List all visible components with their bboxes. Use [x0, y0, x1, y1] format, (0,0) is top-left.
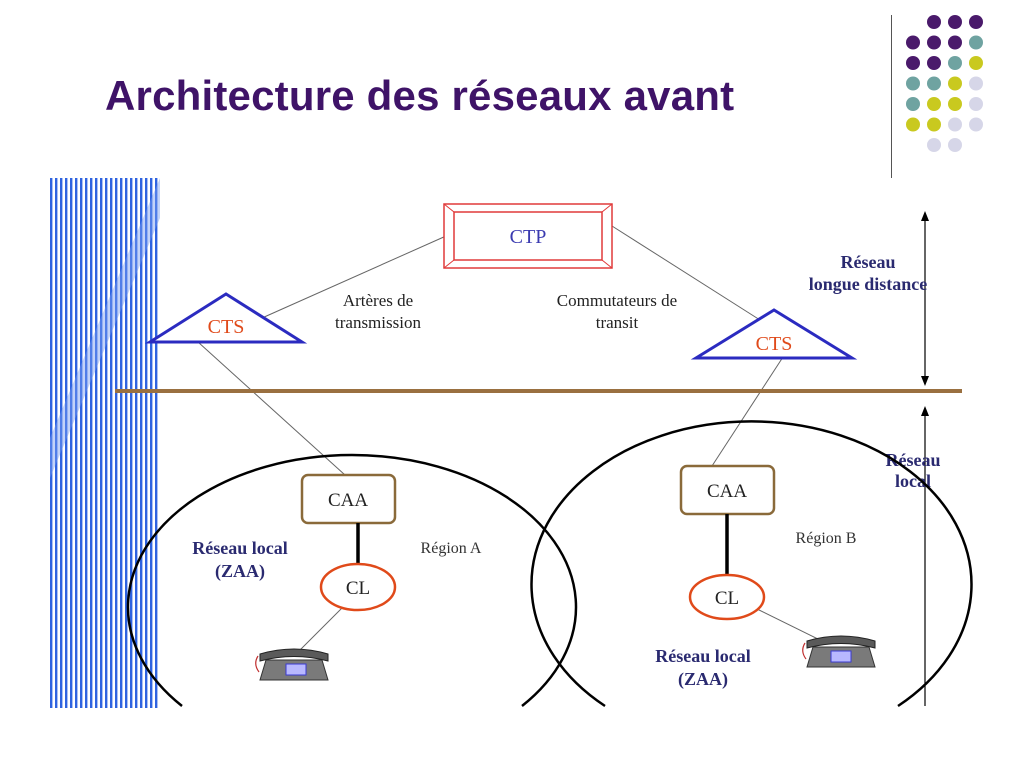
decorative-dot [927, 56, 941, 70]
decorative-dot [948, 138, 962, 152]
decorative-dot [948, 76, 962, 91]
caa-node-right: CAA [679, 464, 776, 516]
decorative-dot [906, 97, 920, 111]
title-divider [891, 15, 892, 178]
cl-node-left: CL [319, 562, 397, 612]
caa-node-left: CAA [300, 473, 397, 525]
arteres-label-1: Artères de [343, 291, 413, 310]
trunk-line-left [261, 235, 447, 319]
decorative-dot [906, 117, 920, 132]
decorative-dot [969, 117, 983, 132]
decorative-dot [906, 76, 920, 91]
decorative-dot [969, 15, 983, 29]
reseau-local-b-label-2: (ZAA) [678, 669, 728, 690]
link-cl-phone-left [297, 604, 346, 653]
decorative-dot [927, 138, 941, 152]
decorative-dot-grid [906, 15, 983, 152]
cl-right-label: CL [715, 588, 739, 609]
decorative-stripe-panel [50, 178, 160, 708]
caa-right-label: CAA [707, 481, 747, 502]
decorative-dot [948, 56, 962, 70]
decorative-dot [927, 97, 941, 111]
decorative-dot [927, 15, 941, 29]
decorative-dot [906, 56, 920, 70]
commutateurs-label-1: Commutateurs de [557, 291, 677, 310]
cts-right-label: CTS [756, 333, 793, 355]
reseau-longue-label-1: Réseau [841, 252, 896, 272]
telephone-icon [255, 648, 329, 681]
ctp-label: CTP [510, 226, 547, 248]
decorative-dot [948, 97, 962, 111]
link-cts-caa-left [197, 341, 346, 476]
trunk-line-right [611, 225, 761, 321]
telephone-icon [802, 635, 876, 668]
long-distance-extent-arrow [921, 211, 929, 386]
decorative-dot [969, 97, 983, 111]
slide-title: Architecture des réseaux avant [105, 72, 735, 119]
decorative-dot [906, 35, 920, 50]
decorative-dot [969, 56, 983, 70]
link-cl-phone-right [754, 607, 823, 642]
reseau-local-a-label-1: Réseau local [192, 538, 287, 558]
region-a-label: Région A [421, 540, 482, 557]
decorative-dot [927, 35, 941, 50]
decorative-dot [948, 15, 962, 29]
reseau-local-a-label-2: (ZAA) [215, 561, 265, 582]
ctp-node: CTP [443, 203, 613, 269]
reseau-local-b-label-1: Réseau local [655, 646, 750, 666]
commutateurs-label-2: transit [596, 313, 639, 332]
caa-left-label: CAA [328, 490, 368, 511]
reseau-longue-label-2: longue distance [809, 274, 928, 294]
decorative-dot [948, 35, 962, 50]
arteres-label-2: transmission [335, 313, 421, 332]
decorative-dot [969, 76, 983, 91]
decorative-dot [927, 76, 941, 91]
decorative-dot [969, 35, 983, 50]
cts-node-right: CTS [690, 308, 858, 360]
cl-node-right: CL [688, 573, 766, 621]
decorative-dot [948, 117, 962, 132]
region-a-boundary [126, 453, 578, 707]
link-cts-caa-right [711, 356, 784, 467]
cts-left-label: CTS [208, 316, 245, 338]
decorative-dot [927, 117, 941, 132]
cts-node-left: CTS [144, 292, 308, 344]
local-extent-arrow [921, 406, 929, 706]
region-b-label: Région B [796, 530, 857, 547]
region-b-boundary [530, 420, 973, 708]
cl-left-label: CL [346, 578, 370, 599]
reseau-local-label-2: local [895, 471, 931, 491]
